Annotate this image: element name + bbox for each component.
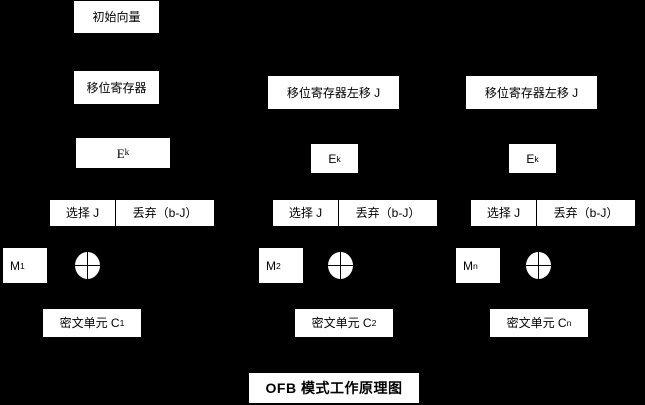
diagram-title-label: OFB 模式工作原理图 [265, 380, 403, 396]
initial-vector-box: 初始向量 [74, 1, 159, 33]
shift-register-box-2: 移位寄存器左移 J [268, 76, 399, 109]
shift-register-box-3: 移位寄存器左移 J [466, 76, 597, 109]
select-label-3: 选择 J [486, 206, 521, 220]
discard-box-2: 丢弃（b-J） [339, 200, 437, 226]
encrypt-label-3: E [526, 151, 535, 166]
discard-box-1: 丢弃（b-J） [116, 200, 214, 226]
shift-register-label-1: 移位寄存器 [86, 80, 147, 95]
shift-register-label-2: 移位寄存器左移 J [286, 85, 381, 100]
diagram-title-box: OFB 模式工作原理图 [249, 373, 419, 403]
discard-box-3: 丢弃（b-J） [537, 200, 635, 226]
message-label-3: M [463, 258, 473, 273]
cipher-label-1: 密文单元 C [59, 316, 120, 330]
message-label-2: M [266, 258, 276, 273]
shift-register-label-3: 移位寄存器左移 J [484, 85, 579, 100]
cipher-label-2: 密文单元 C [311, 316, 372, 330]
encrypt-label-2: E [328, 151, 337, 166]
select-label-2: 选择 J [288, 206, 323, 220]
discard-label-2: 丢弃（b-J） [355, 206, 421, 220]
select-box-1: 选择 J [50, 200, 115, 226]
discard-label-1: 丢弃（b-J） [132, 206, 198, 220]
message-label-1: M [10, 258, 20, 273]
discard-label-3: 丢弃（b-J） [553, 206, 619, 220]
cipher-label-3: 密文单元 C [506, 316, 567, 330]
select-label-1: 选择 J [65, 206, 100, 220]
select-box-2: 选择 J [273, 200, 338, 226]
shift-register-box-1: 移位寄存器 [74, 71, 159, 104]
initial-vector-label: 初始向量 [92, 10, 141, 24]
xor-operator-2 [328, 252, 353, 279]
xor-operator-1 [75, 252, 100, 279]
select-box-3: 选择 J [471, 200, 536, 226]
xor-operator-3 [526, 252, 551, 279]
encrypt-label-1: E [116, 145, 125, 161]
